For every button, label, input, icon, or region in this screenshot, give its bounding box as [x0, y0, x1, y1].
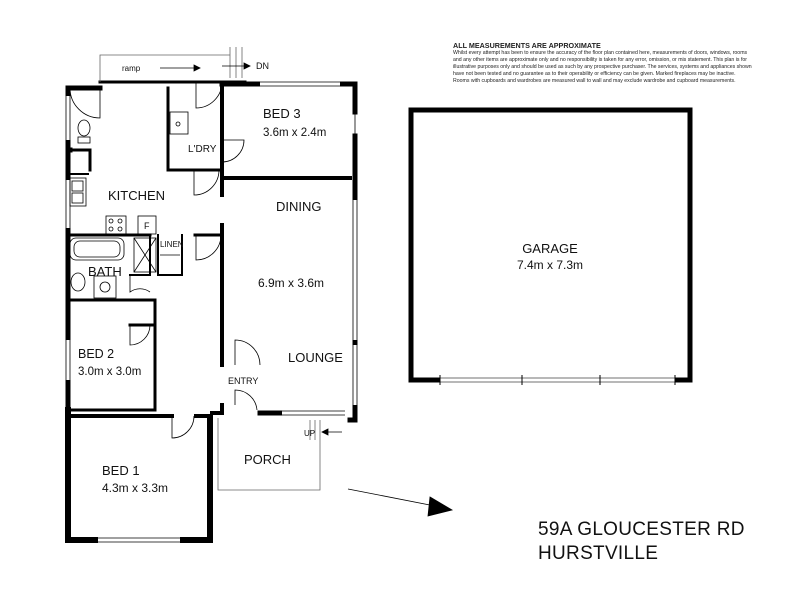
entry-label: ENTRY	[228, 376, 258, 386]
property-address: 59A GLOUCESTER RD HURSTVILLE	[538, 518, 745, 566]
bed1-label: BED 1	[102, 463, 140, 478]
bath-label: BATH	[88, 264, 122, 279]
fixtures	[69, 111, 189, 299]
garage-label: GARAGE	[522, 241, 578, 256]
address-street: 59A GLOUCESTER RD	[538, 519, 745, 540]
external-areas	[99, 47, 321, 491]
laundry-label: L'DRY	[188, 144, 217, 155]
bed3-label: BED 3	[263, 106, 301, 121]
doors	[69, 81, 261, 439]
disclaimer-text: Whilst every attempt has been to ensure …	[453, 50, 752, 84]
ramp-label: ramp	[122, 64, 141, 73]
dining-label: DINING	[276, 199, 322, 214]
lounge-size: 6.9m x 3.6m	[258, 276, 324, 290]
fridge-label: F	[144, 221, 150, 231]
house-walls	[65, 80, 358, 543]
linen-label: LINEN	[160, 240, 184, 249]
bed3-size: 3.6m x 2.4m	[263, 127, 326, 139]
bed2-label: BED 2	[78, 347, 114, 361]
porch-label: PORCH	[244, 452, 291, 467]
windows	[65, 81, 358, 543]
down-label: DN	[256, 61, 269, 71]
address-suburb: HURSTVILLE	[538, 543, 659, 564]
garage-size: 7.4m x 7.3m	[517, 258, 583, 272]
up-label: UP	[304, 429, 315, 438]
disclaimer-heading: ALL MEASUREMENTS ARE APPROXIMATE	[453, 41, 601, 50]
disclaimer: ALL MEASUREMENTS ARE APPROXIMATE Whilst …	[453, 42, 753, 85]
direction-arrows	[160, 62, 454, 517]
lounge-label: LOUNGE	[288, 350, 343, 365]
garage	[408, 107, 693, 385]
bed1-size: 4.3m x 3.3m	[102, 481, 168, 495]
kitchen-label: KITCHEN	[108, 188, 165, 203]
bed2-size: 3.0m x 3.0m	[78, 366, 141, 378]
